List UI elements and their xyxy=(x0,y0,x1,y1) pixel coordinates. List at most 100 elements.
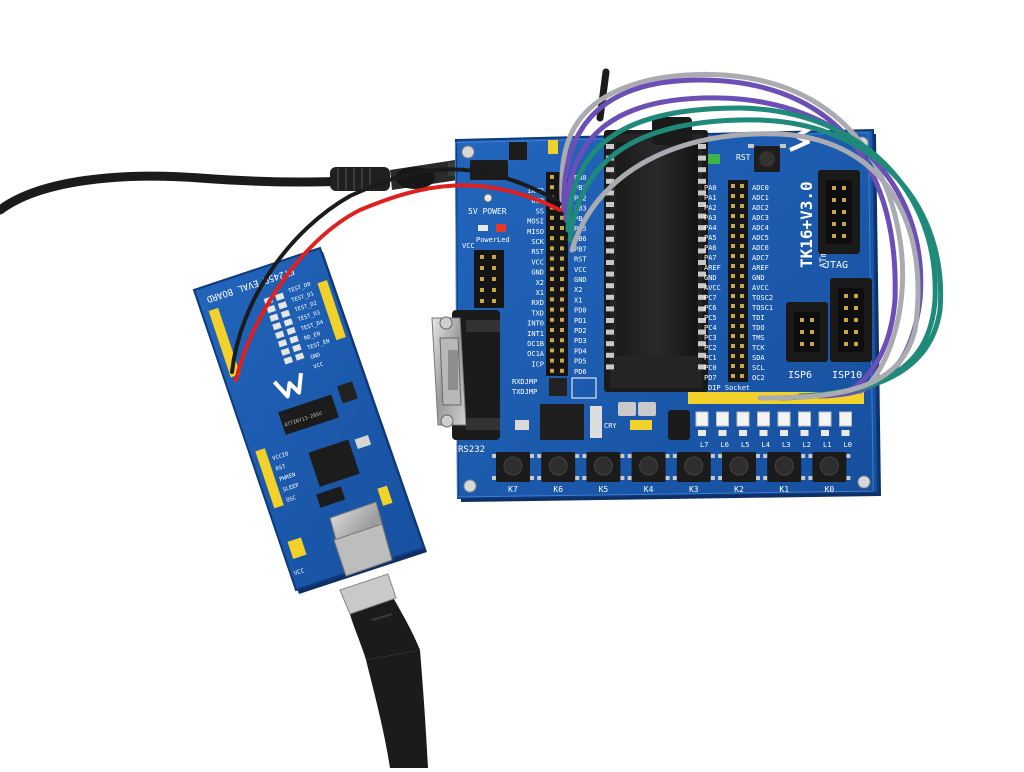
pb-pin-label: PD2 xyxy=(574,327,587,335)
pa-pin-label: PC2 xyxy=(704,344,717,352)
key-button-k0[interactable] xyxy=(808,452,851,482)
pa-pin-label: PA6 xyxy=(704,244,717,252)
led-label: L3 xyxy=(782,441,790,449)
adc-pin-label: SDA xyxy=(752,354,765,362)
key-button-k2[interactable] xyxy=(718,452,760,482)
pa-pin-label: PA3 xyxy=(704,214,717,222)
pb-pin-label: PB7 xyxy=(574,245,587,253)
power-link-wires xyxy=(230,167,562,382)
led-label: L6 xyxy=(721,441,729,449)
adc-pin-label: AREF xyxy=(752,264,769,272)
power-label: 5V POWER xyxy=(468,207,507,216)
board-model-label: TK16+V3.0 xyxy=(797,181,816,268)
small-right-label: RD_EN xyxy=(303,331,321,342)
key-label: K4 xyxy=(644,485,654,494)
jumper-wires xyxy=(559,72,944,401)
key-label: K3 xyxy=(689,485,699,494)
power-cable xyxy=(0,160,464,215)
pb-pin-label: PD0 xyxy=(574,307,587,315)
adc-pin-label: ADC7 xyxy=(752,254,769,262)
led-label: L0 xyxy=(844,441,852,449)
adc-pin-labels: ADC0ADC1ADC2ADC3ADC4ADC5ADC6ADC7AREFGNDA… xyxy=(752,184,773,382)
pa-pin-label: PC4 xyxy=(704,324,717,332)
key-button-k7[interactable] xyxy=(492,452,534,482)
jtag-header[interactable] xyxy=(818,170,860,254)
small-left-label: PWREN xyxy=(279,472,297,483)
pb-pin-label: PB3 xyxy=(574,205,587,213)
adc-pin-label: TOSC2 xyxy=(752,294,773,302)
isp10-header[interactable] xyxy=(830,278,872,362)
left-pin-label: OC1A xyxy=(527,350,545,358)
reset-button[interactable] xyxy=(748,144,786,172)
adc-pin-label: OC2 xyxy=(752,374,765,382)
pb-pin-label: PD4 xyxy=(574,347,587,355)
pa-pin-label: PA0 xyxy=(704,184,717,192)
key-button-k5[interactable] xyxy=(582,452,625,482)
max232-chip xyxy=(540,404,584,440)
key-button-k3[interactable] xyxy=(672,452,715,482)
adc-pin-label: ADC2 xyxy=(752,204,769,212)
pa-header xyxy=(728,180,748,382)
left-pin-label: MISO xyxy=(527,228,544,236)
small-left-label: OSC xyxy=(286,495,297,504)
isp6-label: ISP6 xyxy=(788,370,812,381)
left-pin-labels: INT2OCOSSMOSIMISOSCKRSTVCCGNDX2X1RXDTXDI… xyxy=(527,187,545,368)
key-button-k1[interactable] xyxy=(763,452,806,482)
left-pin-label: GND xyxy=(531,269,544,277)
isp6-header[interactable] xyxy=(786,302,828,362)
adc-pin-label: TMS xyxy=(752,334,765,342)
left-pin-label: X1 xyxy=(536,289,544,297)
small-left-label: VCCIO xyxy=(272,451,290,462)
left-pin-label: INT0 xyxy=(527,320,544,328)
led-label: L2 xyxy=(803,441,811,449)
key-label: K7 xyxy=(508,485,518,494)
pb-pin-label: GND xyxy=(574,276,587,284)
adc-pin-label: ADC0 xyxy=(752,184,769,192)
pa-pin-label: PA4 xyxy=(704,224,717,232)
adc-pin-label: SCL xyxy=(752,364,765,372)
pa-pin-label: AREF xyxy=(704,264,721,272)
pb-pin-label: PD1 xyxy=(574,317,587,325)
dip-socket-pins xyxy=(606,144,706,370)
pa-pin-label: GND xyxy=(704,274,717,282)
txd-jmp-label: TXDJMP xyxy=(512,388,537,396)
adc-pin-label: TDO xyxy=(752,324,765,332)
adc-pin-label: AVCC xyxy=(752,284,769,292)
pa-pin-label: AVCC xyxy=(704,284,721,292)
led-label: L5 xyxy=(741,441,749,449)
led-label: L1 xyxy=(823,441,831,449)
power-led xyxy=(496,224,506,232)
pa-pin-labels: PA0PA1PA2PA3PA4PA5PA6PA7AREFGNDAVCCPC7PC… xyxy=(704,184,721,382)
pb-pin-label: PB6 xyxy=(574,235,587,243)
vcc-header xyxy=(474,250,504,308)
pb-pin-label: PD6 xyxy=(574,368,587,376)
key-label: K2 xyxy=(734,485,744,494)
adc-pin-label: GND xyxy=(752,274,765,282)
adc-pin-label: ADC1 xyxy=(752,194,769,202)
top-jumper xyxy=(548,140,558,154)
pa-pin-label: PC1 xyxy=(704,354,717,362)
key-label: K5 xyxy=(599,485,609,494)
left-pin-label: SS xyxy=(536,207,544,215)
pa-pin-label: PA1 xyxy=(704,194,717,202)
left-pin-label: RXD xyxy=(531,299,544,307)
led-label: L4 xyxy=(762,441,770,449)
left-pin-label: INT1 xyxy=(527,330,544,338)
pa-pin-label: PA5 xyxy=(704,234,717,242)
key-button-k6[interactable] xyxy=(537,452,580,482)
dip-socket-label: DIP Socket xyxy=(708,384,750,392)
ft245r-chip xyxy=(308,439,360,487)
adc-pin-label: TCK xyxy=(752,344,765,352)
green-led xyxy=(708,154,720,164)
small-vcc-label: VCC xyxy=(293,567,306,577)
key-label: K0 xyxy=(825,485,835,494)
rst-label: RST xyxy=(736,153,751,162)
left-pin-label: VCC xyxy=(531,258,544,266)
adc-pin-label: TOSC1 xyxy=(752,304,773,312)
adc-pin-label: ADC6 xyxy=(752,244,769,252)
key-button-k4[interactable] xyxy=(627,452,670,482)
adc-pin-label: ADC5 xyxy=(752,234,769,242)
left-pin-label: OC1B xyxy=(527,340,544,348)
